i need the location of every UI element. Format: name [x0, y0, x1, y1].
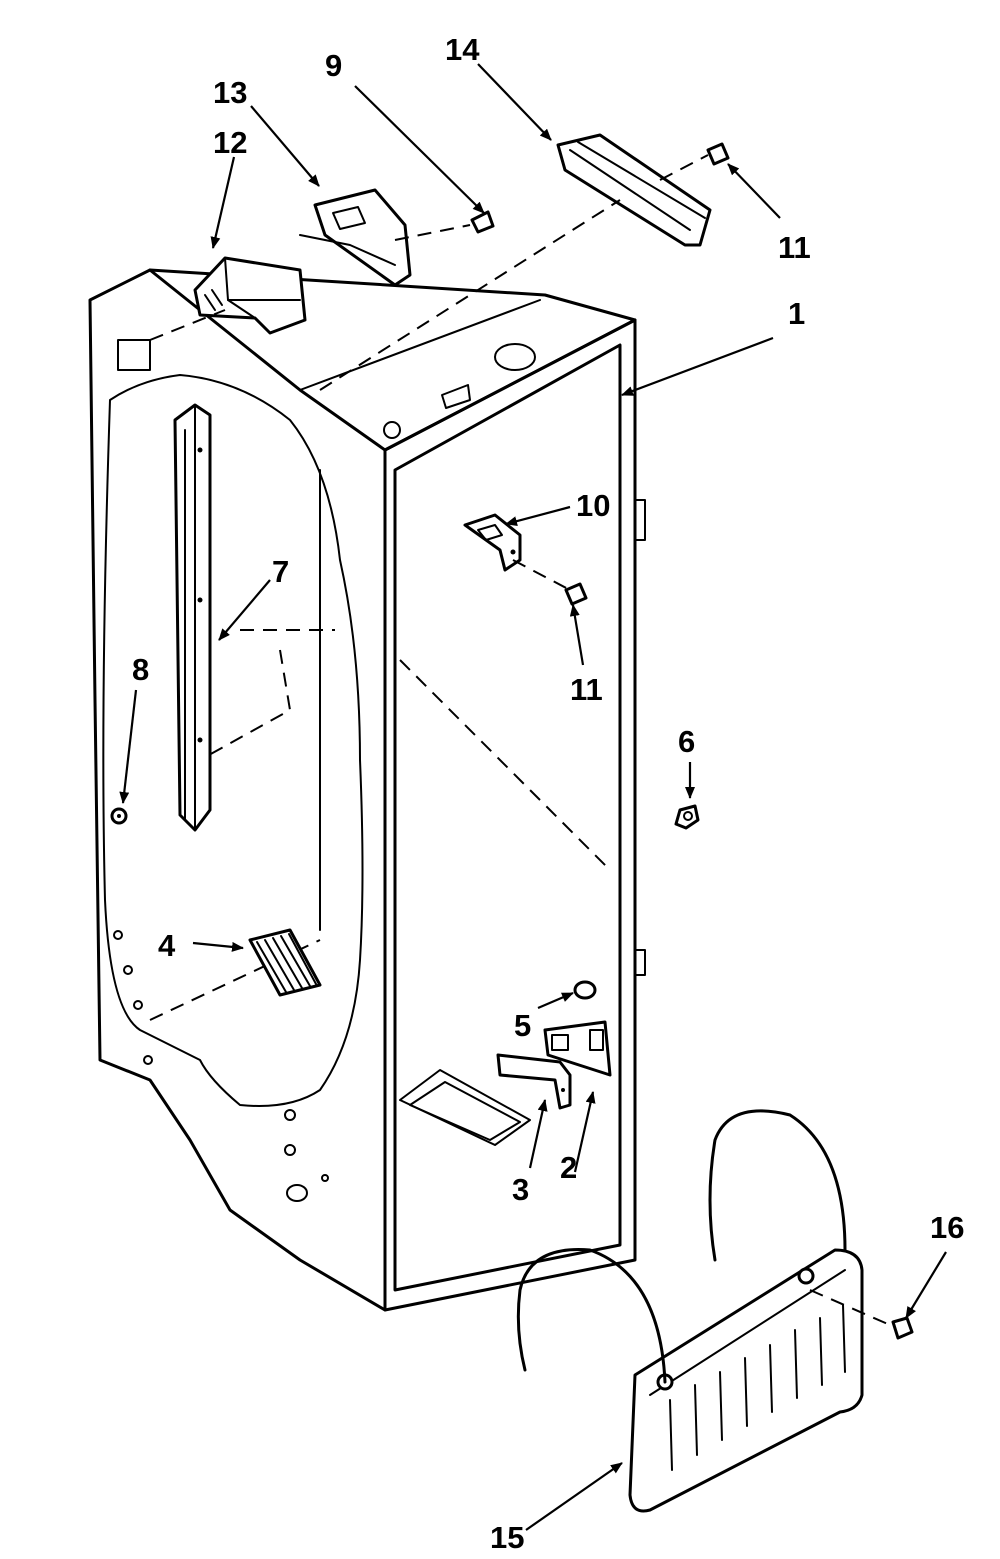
callout-12: 12: [213, 125, 247, 160]
cover-13: [299, 188, 471, 287]
leader-lines: [119, 63, 947, 1531]
callout-7: 7: [272, 554, 289, 589]
vertical-rail: [173, 403, 212, 832]
callout-16: 16: [930, 1210, 964, 1245]
callout-15: 15: [490, 1520, 524, 1555]
callout-5: 5: [514, 1008, 531, 1043]
channel-14: [319, 133, 712, 391]
callout-14: 14: [445, 32, 480, 67]
callout-4: 4: [158, 928, 176, 963]
callout-labels: 1 2 3 4 5 6 7 8 9 10 11 11 12 13 14 15 1…: [132, 32, 964, 1555]
callout-2: 2: [560, 1150, 577, 1185]
callout-6: 6: [678, 724, 695, 759]
clip-6: [674, 804, 700, 830]
screw-11-middle: [512, 559, 588, 606]
callout-9: 9: [325, 48, 342, 83]
callout-8: 8: [132, 652, 149, 687]
screw-8: [110, 807, 128, 825]
callout-11-top: 11: [778, 230, 811, 265]
plug-5: [573, 980, 597, 1000]
callout-10: 10: [576, 488, 610, 523]
screw-9: [470, 210, 495, 234]
grille-4: [248, 928, 322, 997]
screw-16: [891, 1316, 914, 1340]
callout-1: 1: [788, 296, 805, 331]
cabinet-liner: [88, 268, 646, 1312]
bracket-10: [463, 513, 522, 572]
housing-12: [149, 256, 307, 341]
callout-13: 13: [213, 75, 247, 110]
heater-15: [516, 1109, 891, 1513]
callout-11-middle: 11: [570, 672, 603, 707]
callout-3: 3: [512, 1172, 529, 1207]
screw-11-top: [659, 142, 730, 181]
brackets-2-3: [496, 1020, 612, 1110]
